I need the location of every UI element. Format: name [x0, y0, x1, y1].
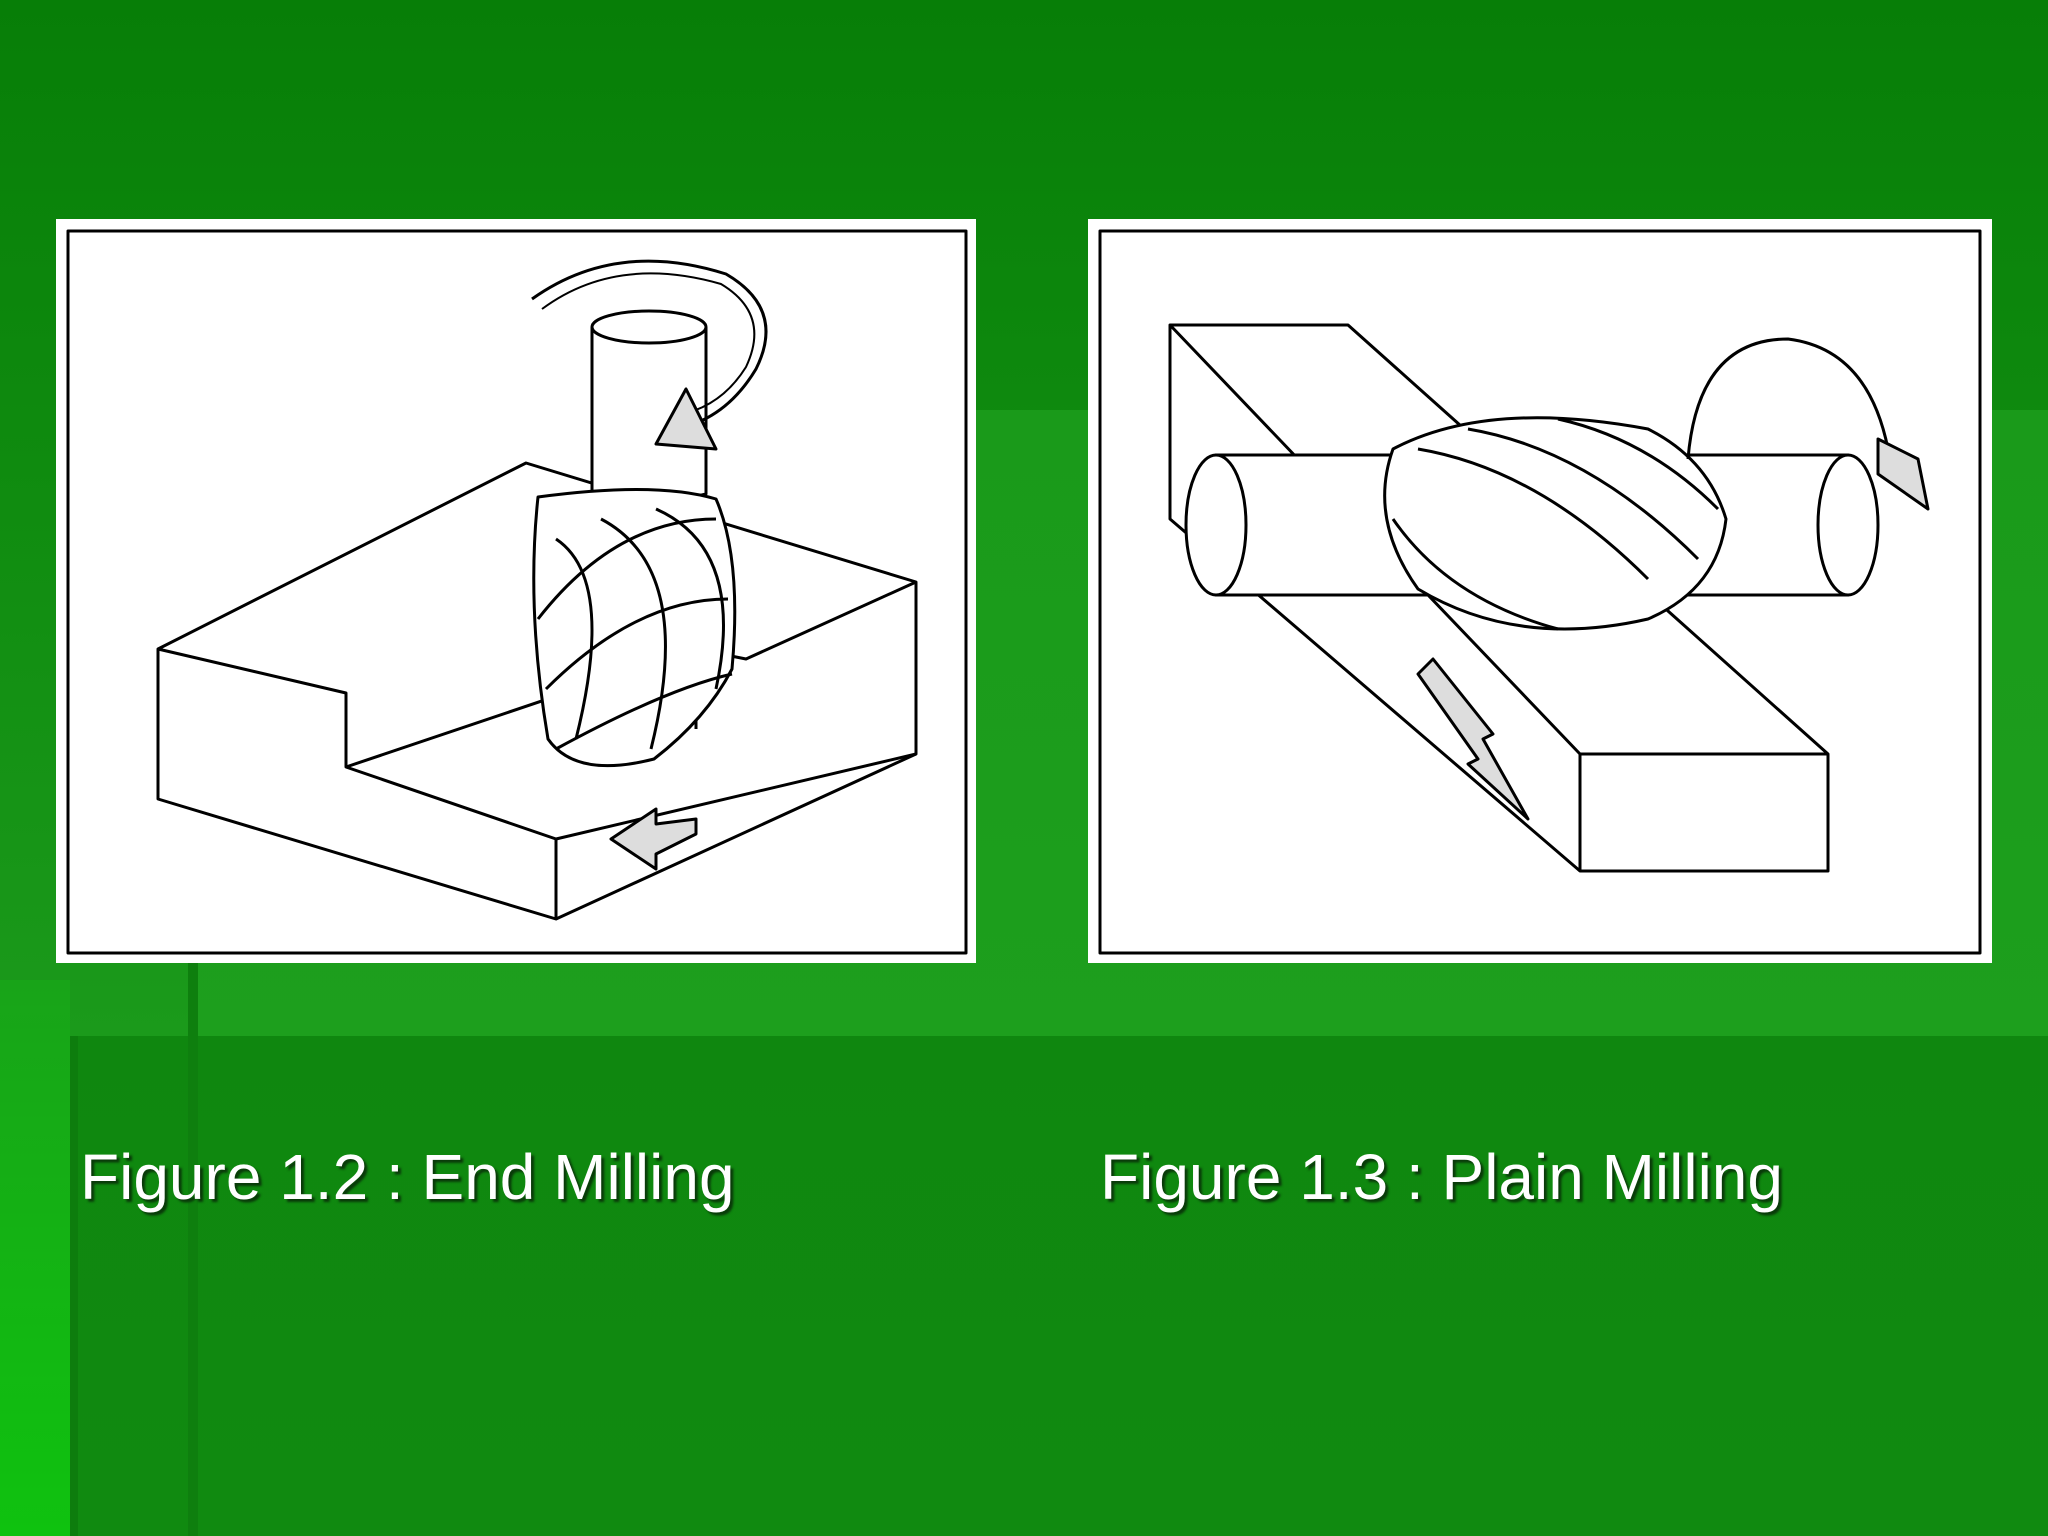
background-lower	[70, 1036, 2048, 1536]
background-left-line	[70, 1036, 78, 1536]
background-left-strip	[0, 980, 70, 1536]
end-milling-figure	[56, 219, 976, 963]
end-milling-diagram	[66, 229, 968, 955]
figure-caption-plain-milling: Figure 1.3 : Plain Milling	[1100, 1141, 1783, 1213]
figure-caption-end-milling: Figure 1.2 : End Milling	[80, 1141, 735, 1213]
background-left-line-2	[188, 960, 198, 1536]
plain-milling-figure	[1088, 219, 1992, 963]
plain-milling-diagram	[1098, 229, 1982, 955]
